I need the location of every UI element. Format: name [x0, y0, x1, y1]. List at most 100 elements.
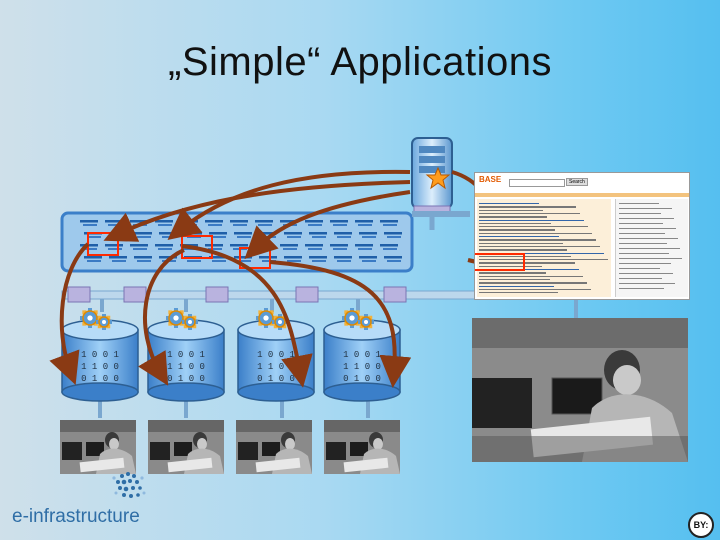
screenshot-sidebar-line [619, 263, 671, 265]
index-entry [309, 256, 327, 259]
screenshot-sidebar-line [619, 273, 673, 275]
screenshot-text-line [479, 275, 583, 277]
star-icon [425, 166, 451, 190]
screenshot-sidebar-line [619, 228, 676, 230]
researcher-photo-small [148, 420, 224, 474]
binary-row: 1 1 0 0 [257, 362, 295, 372]
index-entry [134, 232, 152, 235]
index-entry [105, 220, 123, 223]
gear-icon [80, 308, 112, 330]
index-entry [355, 244, 373, 247]
screenshot-text-line [479, 292, 558, 294]
index-entry [158, 248, 172, 250]
index-entry [208, 224, 222, 226]
index-entry [105, 244, 123, 247]
index-entry [255, 220, 273, 223]
index-entry [334, 232, 352, 235]
index-entry [158, 224, 172, 226]
index-entry [334, 256, 352, 259]
screenshot-text-line [479, 222, 551, 225]
index-entry [305, 220, 323, 223]
index-entry [258, 224, 272, 226]
screenshot-text-line [479, 203, 539, 205]
screenshot-text-line [479, 226, 588, 228]
index-entry [155, 220, 173, 223]
index-entry [387, 236, 401, 238]
researcher-photo-small [236, 420, 312, 474]
index-entry [209, 232, 227, 235]
index-entry [384, 256, 402, 259]
index-entry [159, 256, 177, 259]
index-entry [108, 224, 122, 226]
binary-row: 1 0 0 1 [81, 350, 119, 360]
index-entry [333, 248, 347, 250]
screenshot-text-line [479, 259, 608, 261]
index-entry [84, 256, 102, 259]
index-entry [80, 220, 98, 223]
index-entry [330, 244, 348, 247]
screenshot-text-line [479, 245, 600, 248]
index-entry [362, 236, 376, 238]
index-entry [205, 244, 223, 247]
researcher-photo-small [324, 420, 400, 474]
index-entry [287, 236, 301, 238]
screenshot-sidebar-line [619, 283, 675, 285]
index-entry [308, 248, 322, 250]
screenshot-search-button: Search [566, 178, 588, 186]
screenshot-text-line [479, 236, 559, 238]
screenshot-header-bar [475, 193, 689, 197]
index-entry [355, 220, 373, 223]
index-entry [333, 224, 347, 226]
screenshot-text-line [479, 265, 542, 268]
screenshot-sidebar-line [619, 218, 674, 220]
index-entry [108, 248, 122, 250]
index-entry [230, 244, 248, 247]
binary-row: 1 0 0 1 [257, 350, 295, 360]
index-entry [380, 244, 398, 247]
screenshot-text-line [479, 249, 567, 251]
index-panel [60, 211, 414, 273]
binary-row: 0 1 0 0 [257, 374, 295, 384]
database-icon: 1 0 0 11 1 0 00 1 0 0 [61, 319, 139, 402]
cc-by-badge: BY: [688, 512, 714, 538]
index-entry [209, 256, 227, 259]
index-entry [159, 232, 177, 235]
index-entry [287, 260, 301, 262]
index-entry [137, 236, 151, 238]
index-entry [134, 256, 152, 259]
index-entry [234, 232, 252, 235]
screenshot-text-line [479, 269, 579, 271]
e-infrastructure-logo-icon [112, 472, 146, 498]
screenshot-sidebar-line [619, 258, 682, 260]
index-entry [383, 224, 397, 226]
screenshot-search-box [509, 179, 565, 187]
index-entry [155, 244, 173, 247]
index-entry [284, 232, 302, 235]
index-entry [337, 260, 351, 262]
screenshot-text-line [479, 285, 554, 287]
database-icon: 1 0 0 11 1 0 00 1 0 0 [147, 319, 225, 402]
screenshot-text-line [479, 216, 547, 218]
index-entry [184, 232, 202, 235]
index-entry [312, 260, 326, 262]
index-entry [259, 256, 277, 259]
index-entry [237, 260, 251, 262]
index-entry [87, 260, 101, 262]
researcher-photo-large [472, 318, 688, 462]
index-entry [309, 232, 327, 235]
index-entry [130, 244, 148, 247]
screenshot-text-line [479, 255, 571, 258]
index-entry [230, 220, 248, 223]
index-entry [205, 220, 223, 223]
index-entry [358, 224, 372, 226]
slide-title: „Simple“ Applications [168, 40, 552, 84]
binary-row: 1 0 0 1 [343, 350, 381, 360]
index-entry [112, 260, 126, 262]
screenshot-sidebar-line [619, 208, 672, 210]
search-results-screenshot: BASE Search [474, 172, 690, 300]
database-icon: 1 0 0 11 1 0 00 1 0 0 [323, 319, 401, 402]
index-entry [330, 220, 348, 223]
server-icon [411, 137, 470, 230]
screenshot-text-line [479, 212, 580, 215]
binary-row: 1 1 0 0 [343, 362, 381, 372]
